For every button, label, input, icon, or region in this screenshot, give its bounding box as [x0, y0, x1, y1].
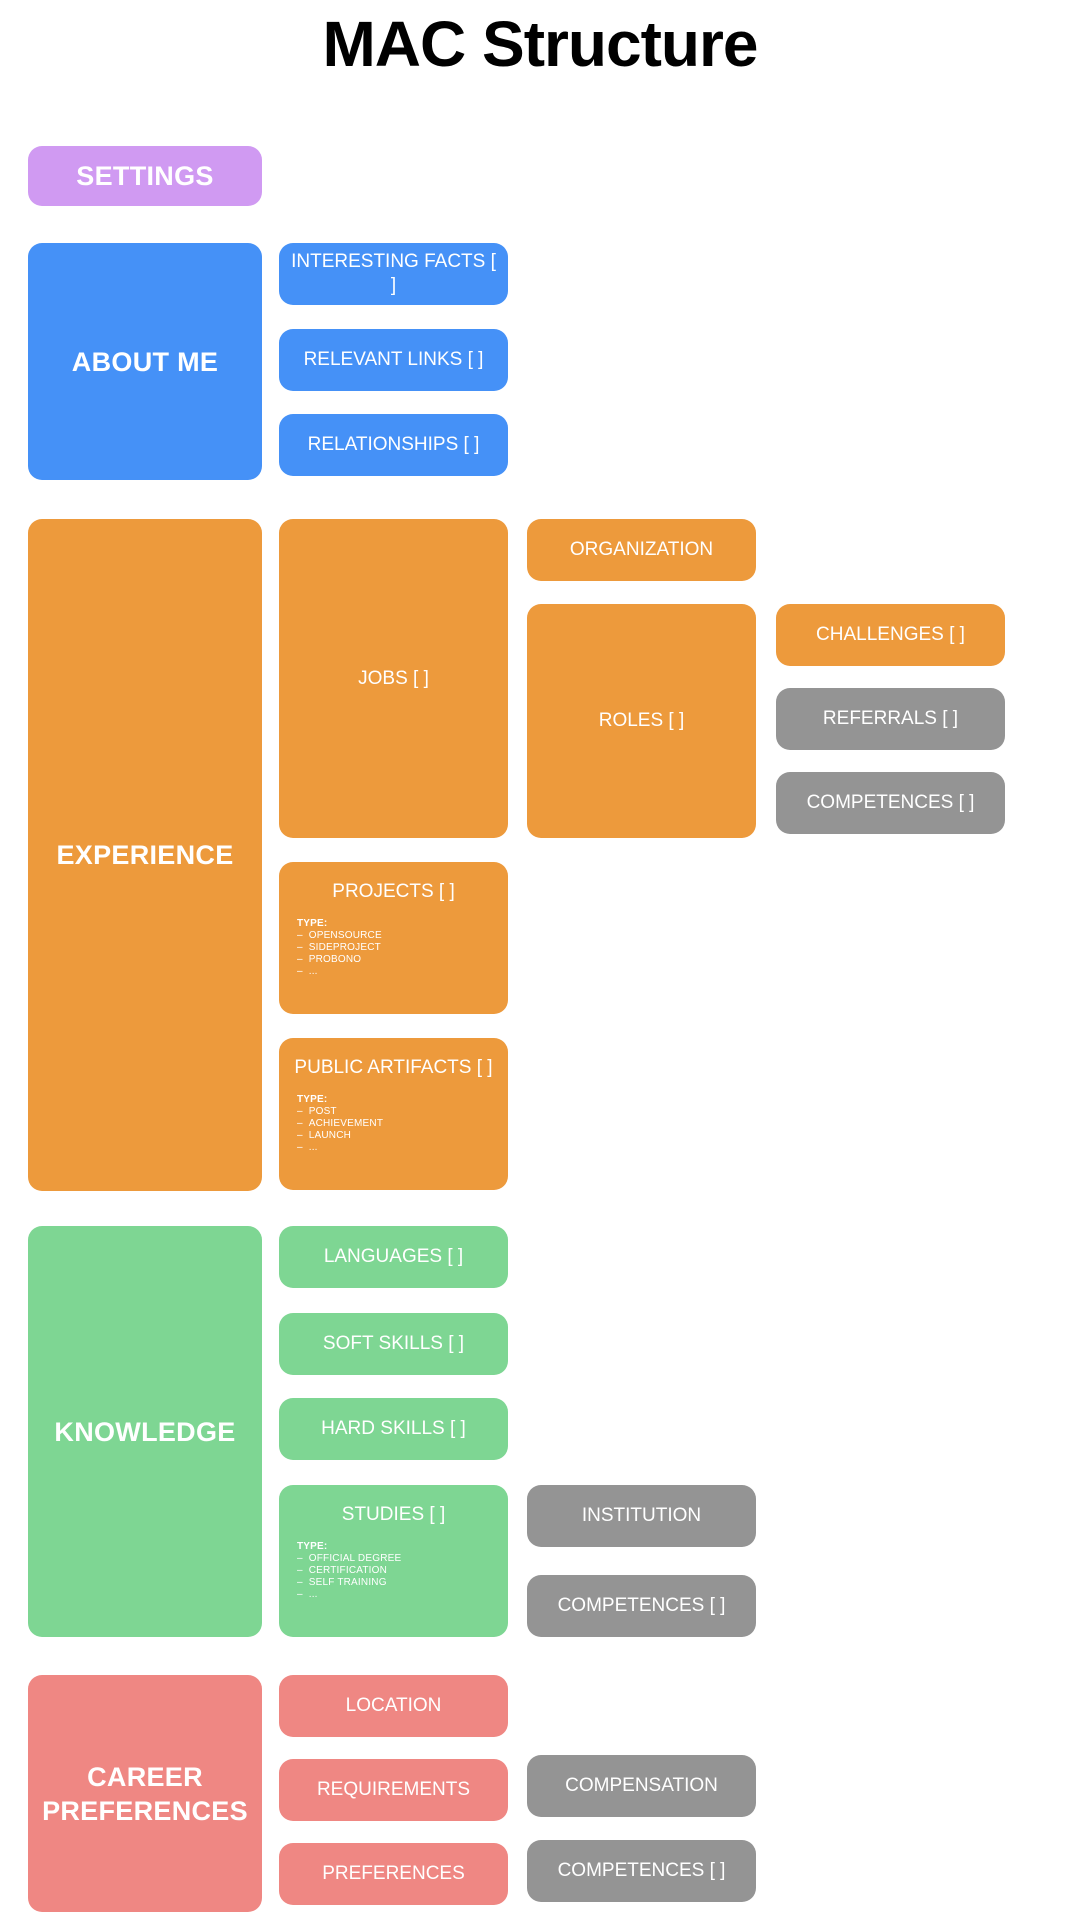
node-organization-label: ORGANIZATION: [569, 539, 714, 560]
node-about-me-label: ABOUT ME: [71, 346, 219, 377]
type-label: TYPE:: [297, 1541, 328, 1552]
node-competences-preferences-label: COMPETENCES [ ]: [557, 1860, 726, 1881]
node-experience-label: EXPERIENCE: [56, 840, 234, 870]
type-item: POST: [297, 1106, 508, 1118]
type-list: OPENSOURCE SIDEPROJECT PROBONO ...: [297, 930, 508, 978]
node-competences-roles-label: COMPETENCES [ ]: [806, 792, 975, 813]
node-about-me[interactable]: ABOUT ME: [28, 243, 262, 480]
node-roles[interactable]: ROLES [ ]: [527, 604, 756, 838]
node-challenges[interactable]: CHALLENGES [ ]: [776, 604, 1005, 666]
type-label: TYPE:: [297, 918, 328, 929]
node-hard-skills-label: HARD SKILLS [ ]: [321, 1418, 466, 1439]
node-institution-label: INSTITUTION: [581, 1505, 702, 1526]
node-location[interactable]: LOCATION: [279, 1675, 508, 1737]
node-public-artifacts-types: TYPE: POST ACHIEVEMENT LAUNCH ...: [297, 1094, 508, 1154]
node-career-preferences-label-line2: PREFERENCES: [42, 1795, 248, 1826]
type-list: OFFICIAL DEGREE CERTIFICATION SELF TRAIN…: [297, 1553, 508, 1601]
type-item: ...: [297, 966, 508, 978]
node-projects-types: TYPE: OPENSOURCE SIDEPROJECT PROBONO ...: [297, 918, 508, 978]
node-referrals[interactable]: REFERRALS [ ]: [776, 688, 1005, 750]
type-label: TYPE:: [297, 1094, 328, 1105]
node-projects-label: PROJECTS [ ]: [332, 881, 455, 902]
type-item: SIDEPROJECT: [297, 942, 508, 954]
node-preferences-label: PREFERENCES: [322, 1863, 465, 1884]
node-referrals-label: REFERRALS [ ]: [822, 708, 959, 729]
node-roles-label: ROLES [ ]: [598, 710, 685, 731]
node-knowledge[interactable]: KNOWLEDGE: [28, 1226, 262, 1637]
node-competences-studies-label: COMPETENCES [ ]: [557, 1595, 726, 1616]
node-settings[interactable]: SETTINGS: [28, 146, 262, 206]
node-soft-skills-label: SOFT SKILLS [ ]: [322, 1333, 465, 1354]
node-competences-roles[interactable]: COMPETENCES [ ]: [776, 772, 1005, 834]
node-interesting-facts[interactable]: INTERESTING FACTS [ ]: [279, 243, 508, 305]
node-public-artifacts-label: PUBLIC ARTIFACTS [ ]: [294, 1057, 493, 1078]
node-location-label: LOCATION: [345, 1695, 442, 1716]
node-relationships-label: RELATIONSHIPS [ ]: [307, 434, 480, 455]
node-competences-studies[interactable]: COMPETENCES [ ]: [527, 1575, 756, 1637]
node-hard-skills[interactable]: HARD SKILLS [ ]: [279, 1398, 508, 1460]
node-requirements[interactable]: REQUIREMENTS: [279, 1759, 508, 1821]
node-preferences[interactable]: PREFERENCES: [279, 1843, 508, 1905]
type-item: OFFICIAL DEGREE: [297, 1553, 508, 1565]
node-relevant-links-label: RELEVANT LINKS [ ]: [303, 349, 484, 370]
node-studies-types: TYPE: OFFICIAL DEGREE CERTIFICATION SELF…: [297, 1541, 508, 1601]
node-studies-label: STUDIES [ ]: [341, 1504, 446, 1525]
type-item: ...: [297, 1142, 508, 1154]
node-competences-preferences[interactable]: COMPETENCES [ ]: [527, 1840, 756, 1902]
node-soft-skills[interactable]: SOFT SKILLS [ ]: [279, 1313, 508, 1375]
type-list: POST ACHIEVEMENT LAUNCH ...: [297, 1106, 508, 1154]
node-projects[interactable]: PROJECTS [ ] TYPE: OPENSOURCE SIDEPROJEC…: [279, 862, 508, 1014]
node-requirements-label: REQUIREMENTS: [316, 1779, 471, 1800]
node-compensation[interactable]: COMPENSATION: [527, 1755, 756, 1817]
node-career-preferences[interactable]: CAREER PREFERENCES: [28, 1675, 262, 1912]
node-relationships[interactable]: RELATIONSHIPS [ ]: [279, 414, 508, 476]
node-challenges-label: CHALLENGES [ ]: [816, 624, 965, 645]
type-item: ACHIEVEMENT: [297, 1118, 508, 1130]
type-item: SELF TRAINING: [297, 1577, 508, 1589]
node-knowledge-label: KNOWLEDGE: [54, 1416, 236, 1447]
type-item: CERTIFICATION: [297, 1565, 508, 1577]
node-languages-label: LANGUAGES [ ]: [323, 1246, 464, 1267]
type-item: PROBONO: [297, 954, 508, 966]
node-public-artifacts[interactable]: PUBLIC ARTIFACTS [ ] TYPE: POST ACHIEVEM…: [279, 1038, 508, 1190]
node-jobs-label: JOBS [ ]: [358, 667, 429, 689]
node-experience[interactable]: EXPERIENCE: [28, 519, 262, 1191]
node-organization[interactable]: ORGANIZATION: [527, 519, 756, 581]
node-jobs[interactable]: JOBS [ ]: [279, 519, 508, 838]
page-title: MAC Structure: [322, 8, 758, 80]
node-career-preferences-label-line1: CAREER: [87, 1761, 203, 1792]
node-interesting-facts-label: INTERESTING FACTS [ ]: [291, 251, 496, 296]
type-item: ...: [297, 1589, 508, 1601]
node-institution[interactable]: INSTITUTION: [527, 1485, 756, 1547]
node-settings-label: SETTINGS: [76, 161, 214, 191]
type-item: OPENSOURCE: [297, 930, 508, 942]
node-languages[interactable]: LANGUAGES [ ]: [279, 1226, 508, 1288]
node-relevant-links[interactable]: RELEVANT LINKS [ ]: [279, 329, 508, 391]
node-studies[interactable]: STUDIES [ ] TYPE: OFFICIAL DEGREE CERTIF…: [279, 1485, 508, 1637]
type-item: LAUNCH: [297, 1130, 508, 1142]
node-compensation-label: COMPENSATION: [565, 1775, 718, 1796]
